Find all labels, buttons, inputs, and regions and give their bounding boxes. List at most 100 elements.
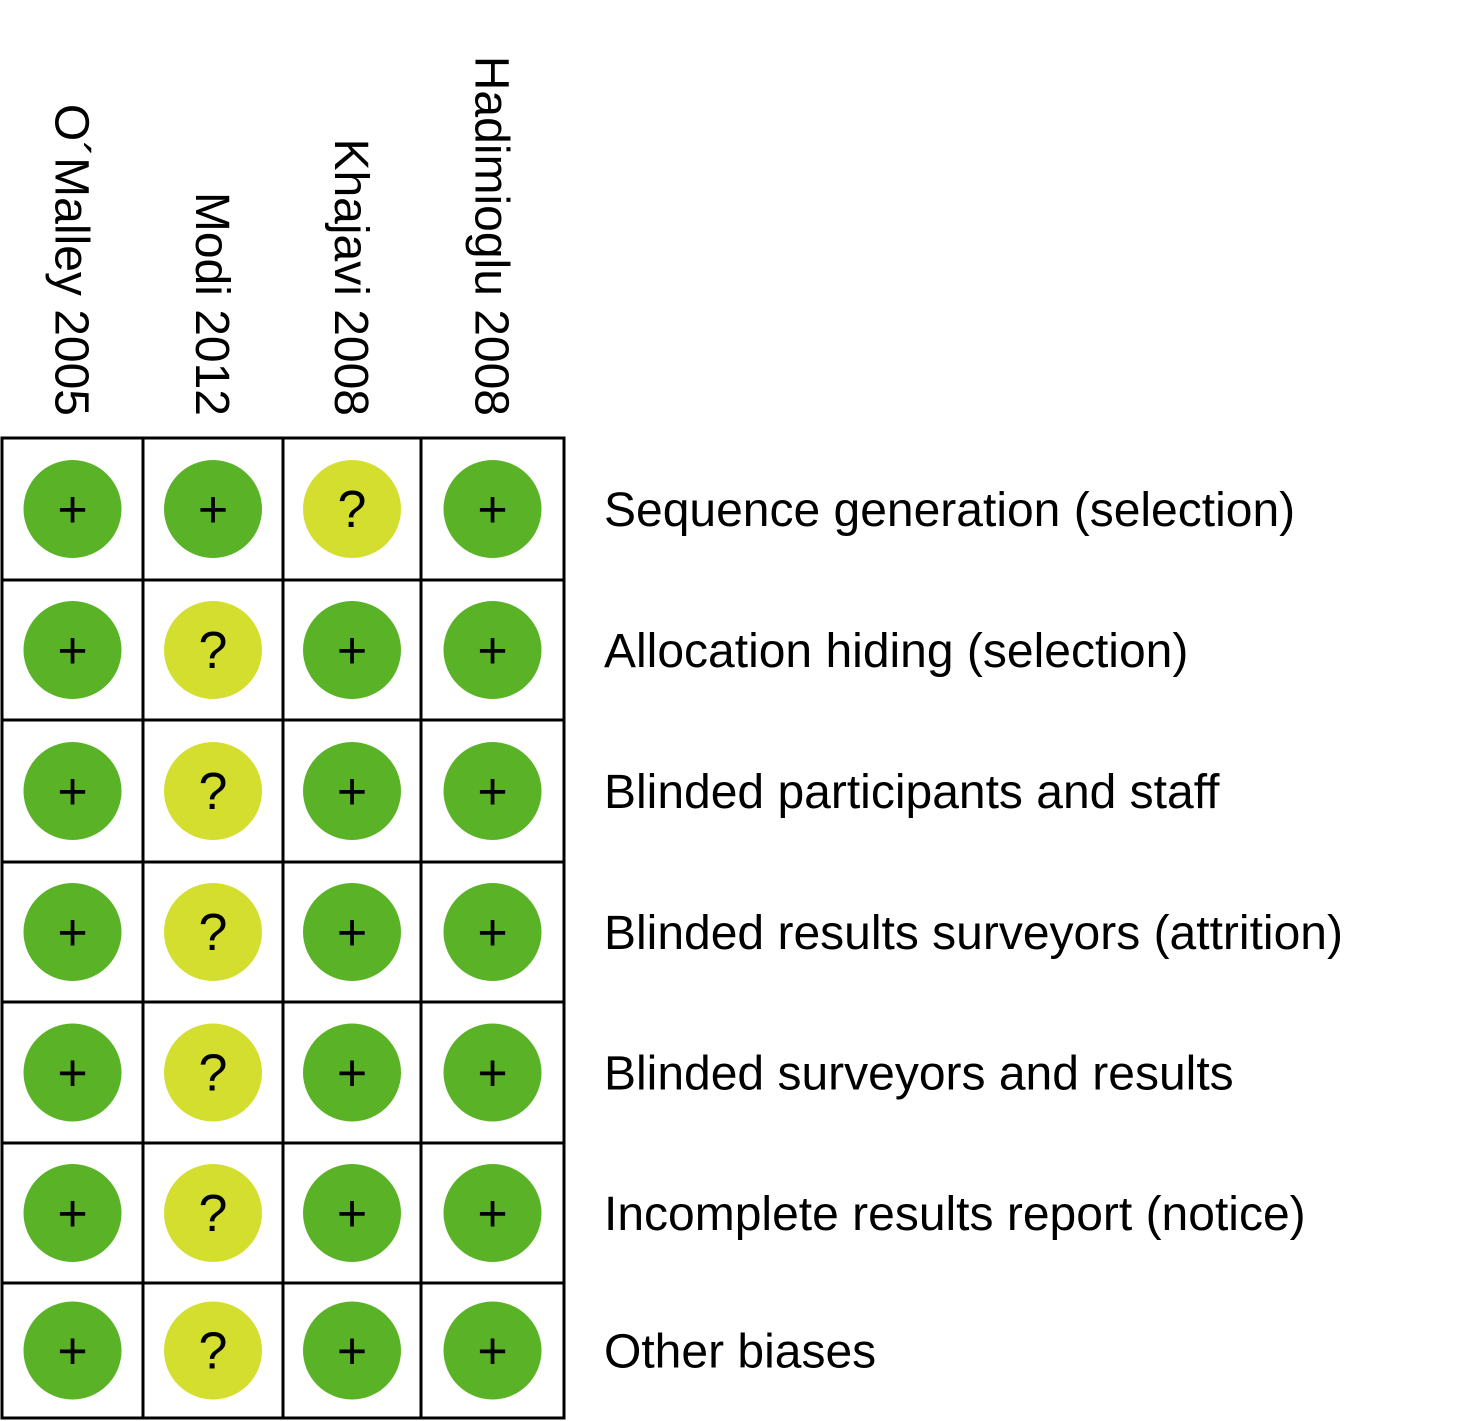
question-symbol: ?	[199, 763, 228, 821]
low-risk-circle	[303, 883, 401, 981]
low-risk-circle	[443, 742, 542, 840]
unclear-risk-marker: ?	[164, 1301, 262, 1400]
plus-symbol: +	[477, 1323, 507, 1381]
question-symbol: ?	[199, 904, 228, 962]
plus-symbol: +	[477, 904, 507, 962]
low-risk-marker: +	[443, 1301, 542, 1400]
low-risk-marker: +	[303, 883, 401, 981]
unclear-risk-circle	[164, 742, 262, 840]
low-risk-circle	[303, 1164, 401, 1262]
study-label: Khajavi 2008	[324, 138, 377, 416]
low-risk-circle	[23, 742, 122, 840]
study-labels: O´Malley 2005 Modi 2012 Khajavi 2008 Hadimi…	[45, 56, 518, 416]
domain-label: Blinded surveyors and results	[604, 1048, 1234, 1101]
low-risk-marker: +	[164, 460, 262, 558]
plus-symbol: +	[477, 1045, 507, 1103]
question-symbol: ?	[199, 622, 228, 680]
unclear-risk-circle	[164, 1023, 262, 1122]
judgement-cells: + +? + +? + + +? + + +? + + +? + + +? + + +? + +	[23, 460, 542, 1400]
low-risk-marker: +	[23, 601, 122, 699]
domain-label: Sequence generation (selection)	[604, 484, 1295, 537]
low-risk-circle	[443, 1023, 542, 1122]
plus-symbol: +	[477, 763, 507, 821]
unclear-risk-circle	[164, 1301, 262, 1400]
low-risk-circle	[303, 601, 401, 699]
plus-symbol: +	[57, 622, 87, 680]
low-risk-circle	[23, 1164, 122, 1262]
low-risk-marker: +	[23, 1164, 122, 1262]
plus-symbol: +	[337, 763, 367, 821]
low-risk-circle	[303, 742, 401, 840]
plus-symbol: +	[337, 904, 367, 962]
low-risk-marker: +	[303, 601, 401, 699]
plus-symbol: +	[57, 481, 87, 539]
plus-symbol: +	[57, 1045, 87, 1103]
low-risk-marker: +	[443, 1164, 542, 1262]
plus-symbol: +	[57, 763, 87, 821]
low-risk-circle	[23, 1301, 122, 1400]
low-risk-circle	[443, 1164, 542, 1262]
plus-symbol: +	[477, 481, 507, 539]
domain-label: Blinded participants and staff	[604, 766, 1220, 819]
low-risk-circle	[443, 883, 542, 981]
low-risk-circle	[23, 601, 122, 699]
plus-symbol: +	[477, 622, 507, 680]
unclear-risk-circle	[303, 460, 401, 558]
domain-label: Blinded results surveyors (attrition)	[604, 907, 1343, 960]
domain-label: Other biases	[604, 1326, 876, 1379]
unclear-risk-marker: ?	[164, 883, 262, 981]
domain-label: Incomplete results report (notice)	[604, 1188, 1306, 1241]
study-label: Hadimioglu 2008	[465, 56, 518, 416]
question-symbol: ?	[199, 1045, 228, 1103]
low-risk-marker: +	[443, 742, 542, 840]
low-risk-marker: +	[23, 883, 122, 981]
low-risk-marker: +	[303, 1023, 401, 1122]
low-risk-marker: +	[23, 742, 122, 840]
low-risk-marker: +	[303, 1301, 401, 1400]
plus-symbol: +	[337, 1045, 367, 1103]
plus-symbol: +	[337, 622, 367, 680]
plus-symbol: +	[477, 1185, 507, 1243]
question-symbol: ?	[199, 1323, 228, 1381]
low-risk-marker: +	[443, 601, 542, 699]
plus-symbol: +	[57, 1323, 87, 1381]
unclear-risk-marker: ?	[164, 601, 262, 699]
unclear-risk-marker: ?	[303, 460, 401, 558]
low-risk-marker: +	[23, 1301, 122, 1400]
unclear-risk-marker: ?	[164, 742, 262, 840]
low-risk-marker: +	[303, 1164, 401, 1262]
low-risk-circle	[443, 1301, 542, 1400]
low-risk-circle	[23, 1023, 122, 1122]
unclear-risk-circle	[164, 601, 262, 699]
low-risk-marker: +	[443, 460, 542, 558]
plus-symbol: +	[57, 1185, 87, 1243]
judgement-grid	[0, 436, 566, 1420]
low-risk-circle	[23, 460, 122, 558]
low-risk-circle	[164, 460, 262, 558]
plus-symbol: +	[57, 904, 87, 962]
unclear-risk-marker: ?	[164, 1164, 262, 1262]
low-risk-circle	[23, 883, 122, 981]
domain-labels: Sequence generation (selection) Allocatio…	[604, 484, 1343, 1379]
plus-symbol: +	[337, 1323, 367, 1381]
question-symbol: ?	[199, 1185, 228, 1243]
unclear-risk-marker: ?	[164, 1023, 262, 1122]
question-symbol: ?	[338, 481, 367, 539]
study-label: Modi 2012	[185, 192, 238, 416]
low-risk-marker: +	[443, 1023, 542, 1122]
study-label: O´Malley 2005	[45, 104, 98, 416]
plus-symbol: +	[198, 481, 228, 539]
low-risk-marker: +	[23, 460, 122, 558]
low-risk-circle	[303, 1023, 401, 1122]
unclear-risk-circle	[164, 883, 262, 981]
plus-symbol: +	[337, 1185, 367, 1243]
low-risk-circle	[443, 460, 542, 558]
low-risk-marker: +	[23, 1023, 122, 1122]
low-risk-marker: +	[303, 742, 401, 840]
unclear-risk-circle	[164, 1164, 262, 1262]
low-risk-marker: +	[443, 883, 542, 981]
domain-label: Allocation hiding (selection)	[604, 625, 1188, 678]
low-risk-circle	[303, 1301, 401, 1400]
low-risk-circle	[443, 601, 542, 699]
